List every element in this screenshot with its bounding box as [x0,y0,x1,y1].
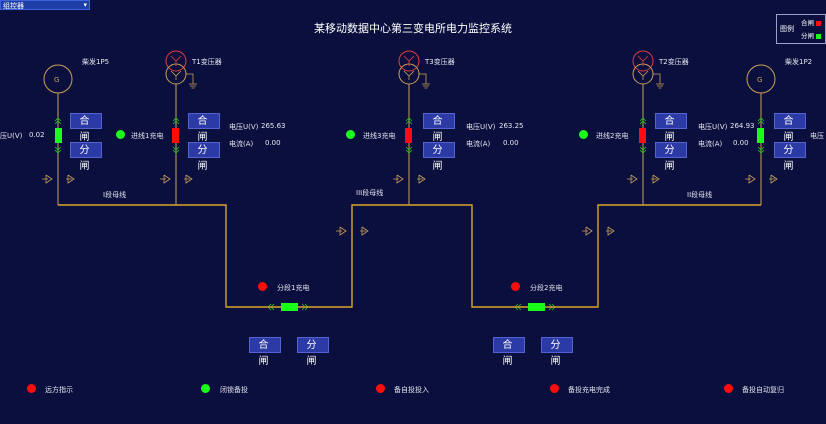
legend-title: 图例 [780,25,794,33]
legend-close-swatch [816,20,821,26]
gen-right-voltage-label: 电压 [810,132,824,140]
feeder-1-charge-indicator [116,130,125,139]
generator-left-g: G [54,76,59,84]
feeder-2-close-button[interactable]: 合 闸 [655,113,687,143]
generator-right-g: G [757,76,762,84]
tie-1-close-button[interactable]: 合 闸 [249,337,281,367]
transformer-t2-symbol [632,50,664,205]
indicator-auto-reset-dot [724,384,733,393]
feeder-2-voltage-label: 电压U(V) [698,123,728,131]
feeder-1-current-value: 0.00 [265,139,281,147]
feeder-1-label: 进线1充电 [131,132,164,140]
disconnect-switches [42,174,778,236]
tie-2-close-button[interactable]: 合 闸 [493,337,525,367]
gen-left-voltage-label: 压U(V) [0,132,23,140]
tie-1-open-button[interactable]: 分 闸 [297,337,329,367]
indicator-lock-label: 闭锁备投 [220,386,248,394]
generator-right-symbol [746,64,776,205]
feeder-3-voltage-value: 263.25 [499,122,524,130]
feeder-3-open-button[interactable]: 分 闸 [423,142,455,172]
breaker-tie-1[interactable] [281,303,298,311]
indicator-lock-dot [201,384,210,393]
station-select-value: 组控器 [3,2,24,10]
bus-lines [58,204,761,308]
tie-2-charge-indicator [511,282,520,291]
indicator-auto-reset-label: 备投自动复归 [742,386,784,394]
feeder-1-voltage-value: 265.63 [261,122,286,130]
feeder-2-current-label: 电流(A) [698,140,723,148]
breaker-tie-2[interactable] [528,303,545,311]
gen-right-open-button[interactable]: 分 闸 [774,142,806,172]
indicator-remote-label: 远方指示 [45,386,73,394]
tie-1-label: 分段1充电 [277,284,310,292]
bus-3-label: III段母线 [356,189,384,197]
feeder-1-voltage-label: 电压U(V) [229,123,259,131]
chevron-down-icon: ▾ [83,1,87,9]
indicator-remote-dot [27,384,36,393]
gen-left-close-button[interactable]: 合 闸 [70,113,102,143]
feeder-3-charge-indicator [346,130,355,139]
feeder-3-label: 进线3充电 [363,132,396,140]
feeder-2-open-button[interactable]: 分 闸 [655,142,687,172]
tie-2-open-button[interactable]: 分 闸 [541,337,573,367]
indicator-auto-input-label: 备自投投入 [394,386,429,394]
station-select[interactable]: 组控器 ▾ [0,0,90,10]
bus-1-label: I段母线 [103,191,127,199]
breaker-feeder-3[interactable] [405,128,412,143]
feeder-3-close-button[interactable]: 合 闸 [423,113,455,143]
breaker-feeder-2[interactable] [639,128,646,143]
page-title: 某移动数据中心第三变电所电力监控系统 [314,22,512,35]
generator-left-label: 柴发1P5 [82,58,110,66]
breaker-feeder-1[interactable] [172,128,179,143]
legend-open-swatch [816,33,821,39]
feeder-2-label: 进线2充电 [596,132,629,140]
bus-2-label: II段母线 [687,191,713,199]
feeder-3-current-label: 电流(A) [466,140,491,148]
legend-open-label: 分闸 [801,32,814,40]
indicator-charge-done-dot [550,384,559,393]
tie-1-charge-indicator [258,282,267,291]
gen-left-open-button[interactable]: 分 闸 [70,142,102,172]
gen-left-voltage-value: 0.02 [29,131,45,139]
indicator-auto-input-dot [376,384,385,393]
tie-2-label: 分段2充电 [530,284,563,292]
feeder-2-current-value: 0.00 [733,139,749,147]
feeder-3-voltage-label: 电压U(V) [466,123,496,131]
transformer-t2-label: T2变压器 [659,58,689,66]
feeder-1-current-label: 电流(A) [229,140,254,148]
legend-close-label: 合闸 [801,19,814,27]
indicator-charge-done-label: 备投充电完成 [568,386,610,394]
generator-left-symbol [43,64,73,205]
feeder-2-voltage-value: 264.93 [730,122,755,130]
transformer-t1-label: T1变压器 [192,58,222,66]
transformer-t3-label: T3变压器 [425,58,455,66]
generator-right-label: 柴发1P2 [785,58,813,66]
feeder-3-current-value: 0.00 [503,139,519,147]
legend: 图例 合闸 分闸 [776,14,826,44]
breaker-gen-left[interactable] [55,128,62,143]
transformer-t1-symbol [165,50,197,205]
feeder-1-open-button[interactable]: 分 闸 [188,142,220,172]
legend-close: 合闸 [801,17,821,27]
legend-open: 分闸 [801,30,821,40]
feeder-1-close-button[interactable]: 合 闸 [188,113,220,143]
feeder-2-charge-indicator [579,130,588,139]
transformer-t3-symbol [398,50,430,205]
breaker-gen-right[interactable] [757,128,764,143]
gen-right-close-button[interactable]: 合 闸 [774,113,806,143]
